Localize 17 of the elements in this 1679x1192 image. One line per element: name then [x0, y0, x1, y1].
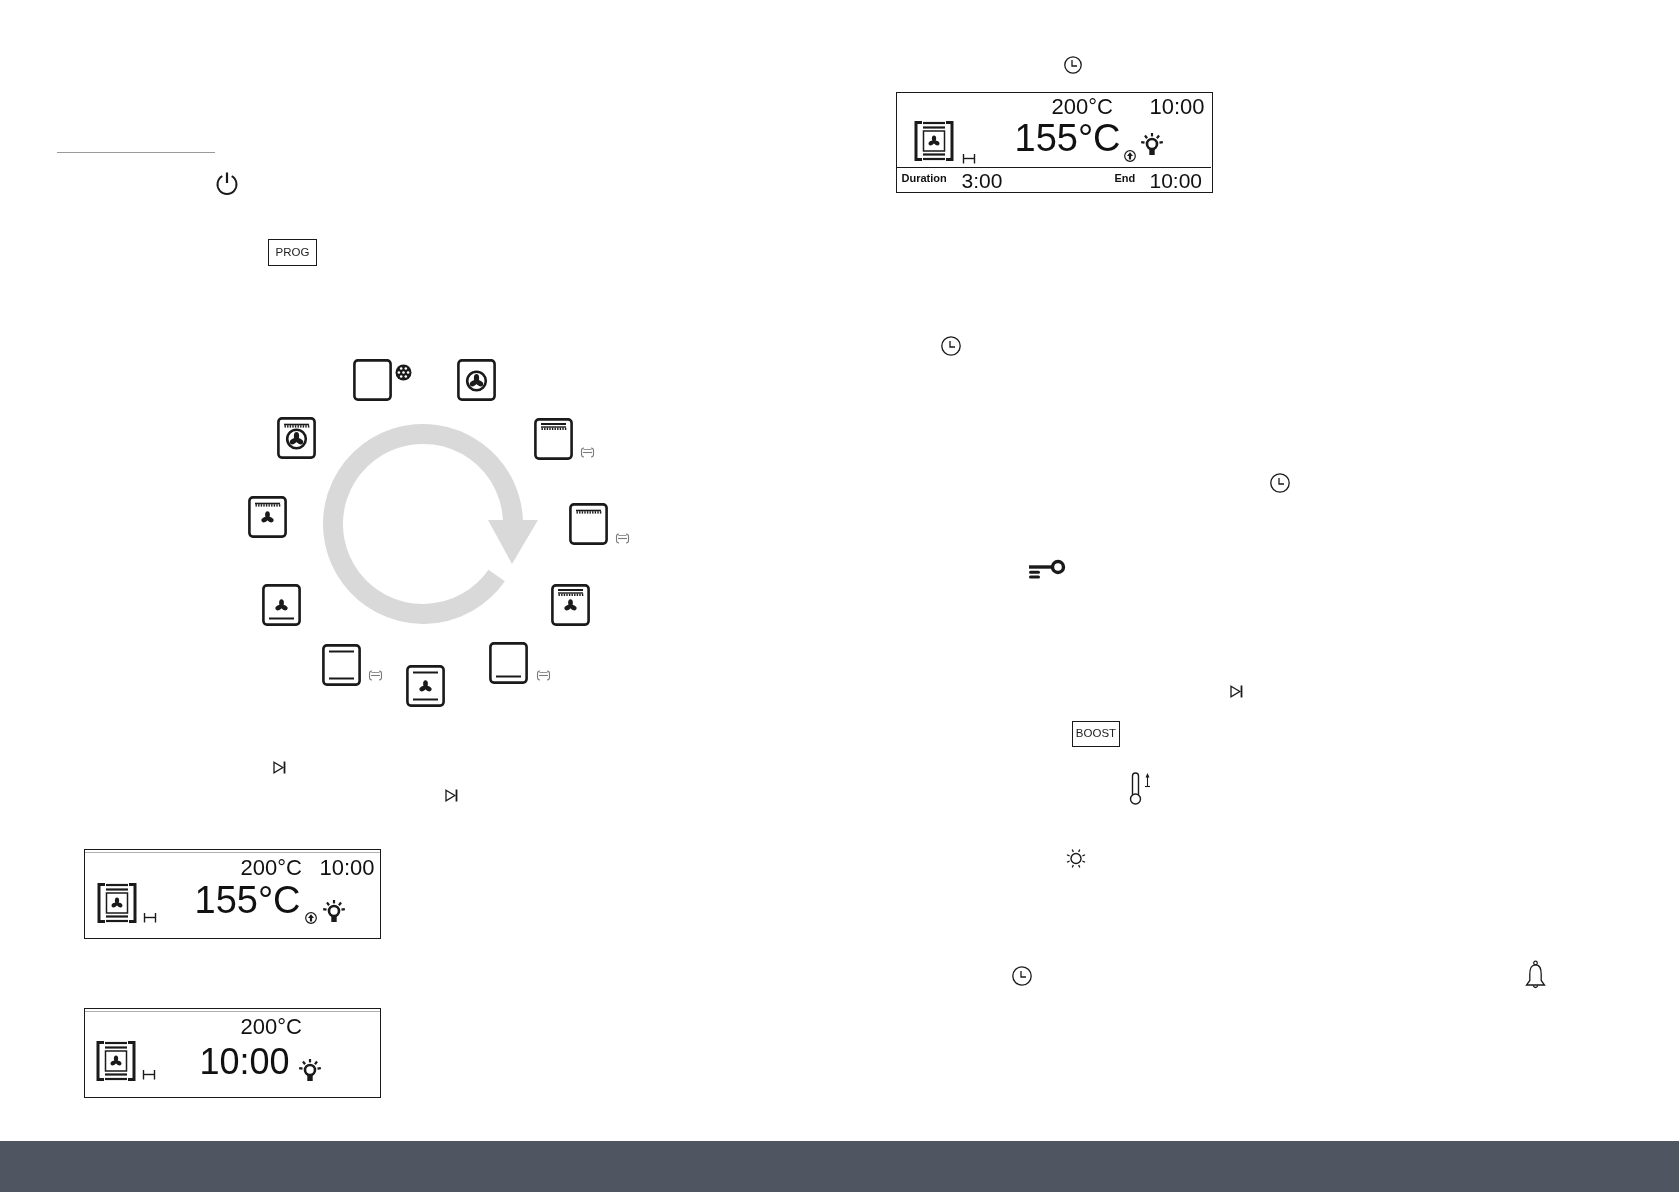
key-symbol: PROG — [268, 239, 317, 266]
time-reading: 10:00 — [199, 1043, 290, 1080]
end-time: 10:00 — [1149, 169, 1203, 191]
current-temperature: 155°C — [1014, 119, 1121, 157]
duration-time: 3:00 — [961, 169, 1003, 191]
lcd-display — [84, 849, 381, 939]
set-temperature: 200°C — [240, 856, 302, 879]
current-temperature: 155°C — [194, 881, 301, 919]
lcd-display — [84, 1008, 381, 1098]
key-symbol: BOOST — [1072, 721, 1120, 747]
end-label: End — [1114, 173, 1136, 184]
duration-label: Duration — [901, 173, 947, 184]
clock-time: 10:00 — [1149, 95, 1205, 118]
set-temperature: 200°C — [240, 1015, 302, 1038]
lcd-display — [896, 92, 1213, 193]
set-temperature: 200°C — [1051, 95, 1113, 118]
clock-time: 10:00 — [319, 856, 375, 879]
